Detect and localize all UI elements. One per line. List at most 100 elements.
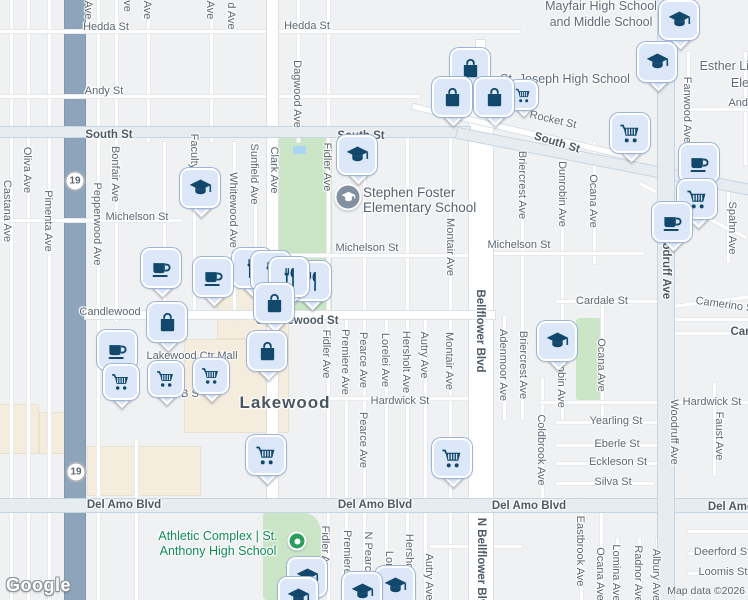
road[interactable] [297,0,300,142]
road[interactable] [541,378,544,500]
road[interactable] [254,142,257,320]
poi-marker-bag[interactable] [432,77,472,126]
road[interactable] [688,552,748,555]
road[interactable] [503,316,506,420]
road[interactable] [688,530,748,533]
road[interactable] [688,572,748,575]
road[interactable] [0,499,748,512]
street-label: Loomis St [698,566,748,578]
poi-marker-grad[interactable] [659,0,699,49]
bag-icon [254,283,294,323]
poi-marker-cart[interactable] [103,364,139,408]
street-label: Yearling St [589,415,643,427]
grad-icon [337,135,377,175]
google-logo[interactable]: Google [6,575,71,595]
street-label: Candlewood St [730,326,748,338]
road[interactable] [600,512,603,600]
street-label: Montair Ave [444,218,456,276]
road[interactable] [345,316,348,600]
road[interactable] [135,440,138,600]
road[interactable] [658,0,674,600]
poi-marker-cart[interactable] [246,435,286,484]
poi-marker-cup[interactable] [193,257,233,306]
poi-marker-cup[interactable] [679,143,719,192]
road[interactable] [0,127,470,137]
poi-marker-grad[interactable] [537,321,577,370]
road[interactable] [593,142,596,264]
road[interactable] [0,219,182,222]
road[interactable] [713,383,716,476]
park-poi-icon[interactable] [287,531,307,551]
road[interactable] [556,300,664,303]
road[interactable] [449,130,452,600]
street-label: Eckleson St [588,456,648,468]
road[interactable] [521,142,524,420]
poi-marker-grad[interactable] [342,572,382,600]
poi-marker-bag[interactable] [147,302,187,351]
road[interactable] [561,142,564,422]
road[interactable] [601,300,604,418]
road[interactable] [327,0,330,600]
street-label: Pimenta Ave [42,190,54,252]
poi-marker-cart[interactable] [610,113,650,162]
road[interactable] [727,183,730,263]
road[interactable] [580,498,583,600]
road[interactable] [210,0,213,142]
poi-marker-bag[interactable] [474,77,514,126]
poi-marker-cup[interactable] [141,248,181,297]
poi-marker-cart[interactable] [432,438,472,487]
road[interactable] [10,0,13,600]
poi-marker-grad[interactable] [278,577,318,600]
road[interactable] [233,142,236,320]
poi-marker-cup[interactable] [652,202,692,251]
street-label: Autry Ave [418,331,430,379]
road[interactable] [147,0,150,142]
poi-marker-cup[interactable] [97,330,137,379]
road[interactable] [385,316,388,600]
road[interactable] [406,130,409,600]
poi-label: Lakewood [239,393,331,412]
road[interactable] [163,142,166,320]
road[interactable] [664,332,748,335]
poi-marker-grad[interactable] [337,135,377,184]
road[interactable] [638,538,641,600]
road[interactable] [656,538,659,600]
road[interactable] [556,444,660,447]
road[interactable] [0,95,420,98]
poi-marker-cart[interactable] [193,358,229,402]
road[interactable] [27,0,30,600]
road[interactable] [363,130,366,600]
road[interactable] [616,538,619,600]
poi-marker-cart[interactable] [148,361,184,405]
road[interactable] [556,462,660,465]
road[interactable] [48,0,51,600]
road[interactable] [469,92,493,600]
road[interactable] [492,252,644,255]
poi-marker-bag[interactable] [247,331,287,380]
road[interactable] [115,0,118,322]
poi-marker-grad[interactable] [180,168,220,217]
road[interactable] [97,0,100,600]
road[interactable] [664,318,748,321]
school-poi-icon[interactable] [334,183,362,211]
road[interactable] [540,401,748,404]
road[interactable] [556,482,654,485]
poi-marker-bag[interactable] [254,283,294,332]
road-highway[interactable] [65,0,85,600]
road[interactable] [330,397,470,400]
street-label: Briercrest Ave [517,330,529,400]
road[interactable] [228,254,470,257]
road[interactable] [424,316,427,600]
street-label: Del Amo Blvd [337,499,413,511]
road[interactable] [0,30,520,33]
street-label: Dunrobin Ave [556,161,568,227]
road[interactable] [193,142,196,318]
street-label: Hedda St [83,21,129,33]
poi-marker-grad[interactable] [637,42,677,91]
grad-icon [537,321,577,361]
street-label: Lorelei Ave [379,332,391,388]
road[interactable] [556,421,660,424]
street-label: Clark Ave [268,146,280,194]
road[interactable] [688,108,748,111]
